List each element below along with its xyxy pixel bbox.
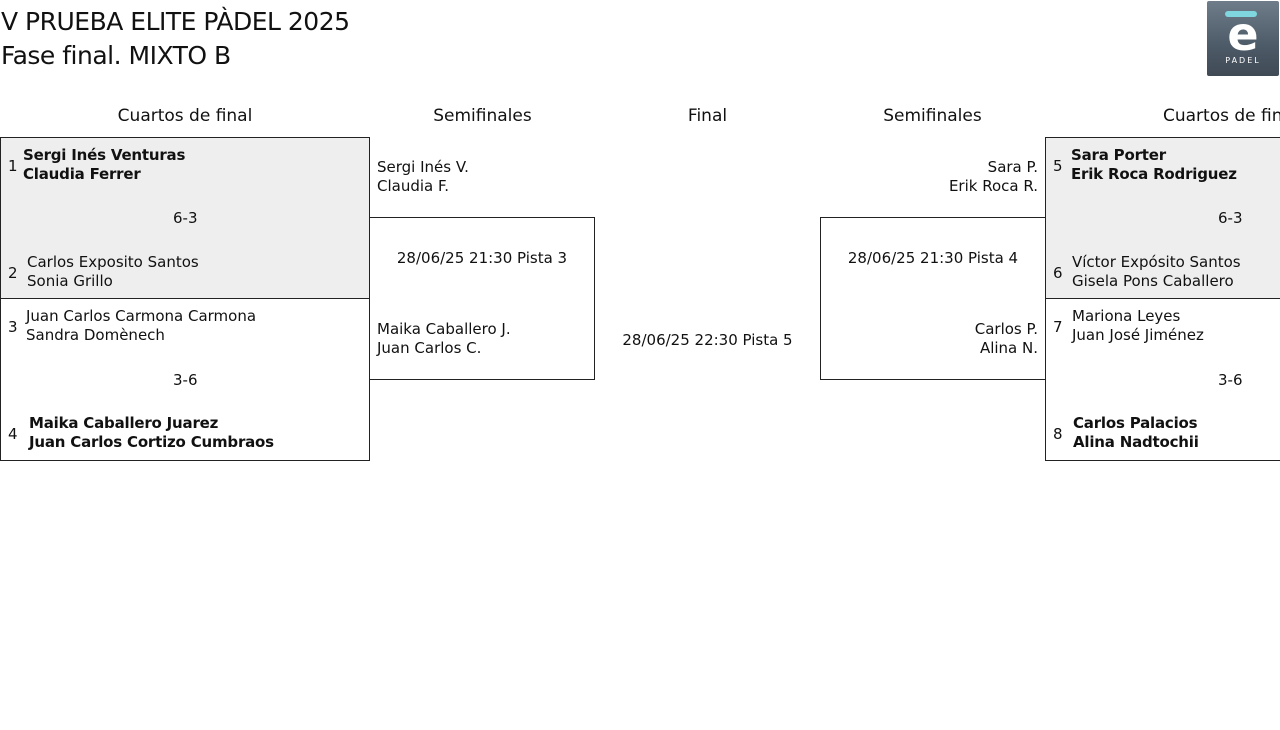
- player-name: Sara P.: [987, 158, 1038, 176]
- team-bottom-winner: Maika Caballero Juarez Juan Carlos Corti…: [29, 414, 274, 452]
- page-subtitle: Fase final. MIXTO B: [1, 41, 231, 70]
- match-card-sf-right[interactable]: 28/06/25 21:30 Pista 4 Carlos P. Alina N…: [820, 217, 1046, 380]
- match-card-qf1[interactable]: 1 Sergi Inés Venturas Claudia Ferrer 6-3…: [0, 137, 370, 299]
- player-name: Sandra Domènech: [26, 326, 165, 344]
- logo-letter: e: [1227, 7, 1259, 61]
- player-name: Gisela Pons Caballero: [1072, 272, 1234, 290]
- player-name: Claudia F.: [377, 177, 449, 195]
- sf-left-team-top: Sergi Inés V. Claudia F.: [377, 158, 469, 196]
- player-name: Mariona Leyes: [1072, 307, 1181, 325]
- round-header-qf-right: Cuartos de fin: [1163, 106, 1280, 126]
- final-schedule: 28/06/25 22:30 Pista 5: [622, 331, 793, 349]
- player-name: Sara Porter: [1071, 146, 1166, 164]
- match-card-sf-left[interactable]: 28/06/25 21:30 Pista 3 Maika Caballero J…: [369, 217, 595, 380]
- player-name: Sergi Inés V.: [377, 158, 469, 176]
- sf-right-team-top: Sara P. Erik Roca R.: [949, 158, 1038, 196]
- seed-number: 3: [8, 318, 18, 336]
- page-title: V PRUEBA ELITE PÀDEL 2025: [1, 7, 350, 36]
- match-score: 3-6: [173, 371, 198, 389]
- team-top-winner: Sergi Inés Venturas Claudia Ferrer: [23, 146, 185, 184]
- team-bottom: Víctor Expósito Santos Gisela Pons Cabal…: [1072, 253, 1241, 291]
- match-card-qf4[interactable]: 7 Mariona Leyes Juan José Jiménez 3-6 8 …: [1045, 298, 1280, 461]
- team-top: Juan Carlos Carmona Carmona Sandra Domèn…: [26, 307, 256, 345]
- match-card-qf2[interactable]: 3 Juan Carlos Carmona Carmona Sandra Dom…: [0, 298, 370, 461]
- round-header-qf-left: Cuartos de final: [117, 106, 253, 126]
- team-bottom: Carlos Exposito Santos Sonia Grillo: [27, 253, 199, 291]
- match-score: 6-3: [1218, 209, 1243, 227]
- match-schedule: 28/06/25 21:30 Pista 3: [396, 249, 568, 267]
- sf-left-team-bottom: Maika Caballero J. Juan Carlos C.: [377, 320, 511, 358]
- seed-number: 2: [8, 264, 18, 282]
- elite-padel-logo: e PADEL: [1207, 1, 1279, 76]
- match-score: 3-6: [1218, 371, 1243, 389]
- player-name: Maika Caballero J.: [377, 320, 511, 338]
- seed-number: 8: [1053, 425, 1063, 443]
- match-card-qf3[interactable]: 5 Sara Porter Erik Roca Rodriguez 6-3 6 …: [1045, 137, 1280, 299]
- player-name: Sonia Grillo: [27, 272, 113, 290]
- seed-number: 4: [8, 425, 18, 443]
- seed-number: 7: [1053, 318, 1063, 336]
- player-name: Carlos Exposito Santos: [27, 253, 199, 271]
- player-name: Juan Carlos Carmona Carmona: [26, 307, 257, 325]
- team-bottom-winner: Carlos Palacios Alina Nadtochii: [1073, 414, 1199, 452]
- match-schedule: 28/06/25 21:30 Pista 4: [847, 249, 1019, 267]
- logo-accent-bar: [1225, 11, 1257, 17]
- player-name: Víctor Expósito Santos: [1072, 253, 1241, 271]
- round-header-sf-left: Semifinales: [433, 106, 532, 126]
- team-top-winner: Sara Porter Erik Roca Rodriguez: [1071, 146, 1237, 184]
- player-name: Juan José Jiménez: [1072, 326, 1204, 344]
- player-name: Sergi Inés Venturas: [23, 146, 186, 164]
- round-header-sf-right: Semifinales: [883, 106, 982, 126]
- team-top: Mariona Leyes Juan José Jiménez: [1072, 307, 1204, 345]
- player-name: Carlos Palacios: [1073, 414, 1198, 432]
- player-name: Juan Carlos C.: [377, 339, 482, 357]
- round-header-final: Final: [687, 106, 728, 126]
- player-name: Juan Carlos Cortizo Cumbraos: [29, 433, 274, 451]
- player-name: Erik Roca R.: [948, 177, 1038, 195]
- player-name: Carlos P.: [974, 320, 1038, 338]
- player-name: Claudia Ferrer: [23, 165, 141, 183]
- seed-number: 6: [1053, 264, 1063, 282]
- match-score: 6-3: [173, 209, 198, 227]
- logo-word: PADEL: [1225, 56, 1261, 65]
- player-name: Alina N.: [979, 339, 1038, 357]
- seed-number: 1: [8, 157, 18, 175]
- player-name: Maika Caballero Juarez: [29, 414, 219, 432]
- player-name: Erik Roca Rodriguez: [1071, 165, 1237, 183]
- seed-number: 5: [1053, 157, 1063, 175]
- player-name: Alina Nadtochii: [1073, 433, 1199, 451]
- sf-right-team-bottom: Carlos P. Alina N.: [975, 320, 1038, 358]
